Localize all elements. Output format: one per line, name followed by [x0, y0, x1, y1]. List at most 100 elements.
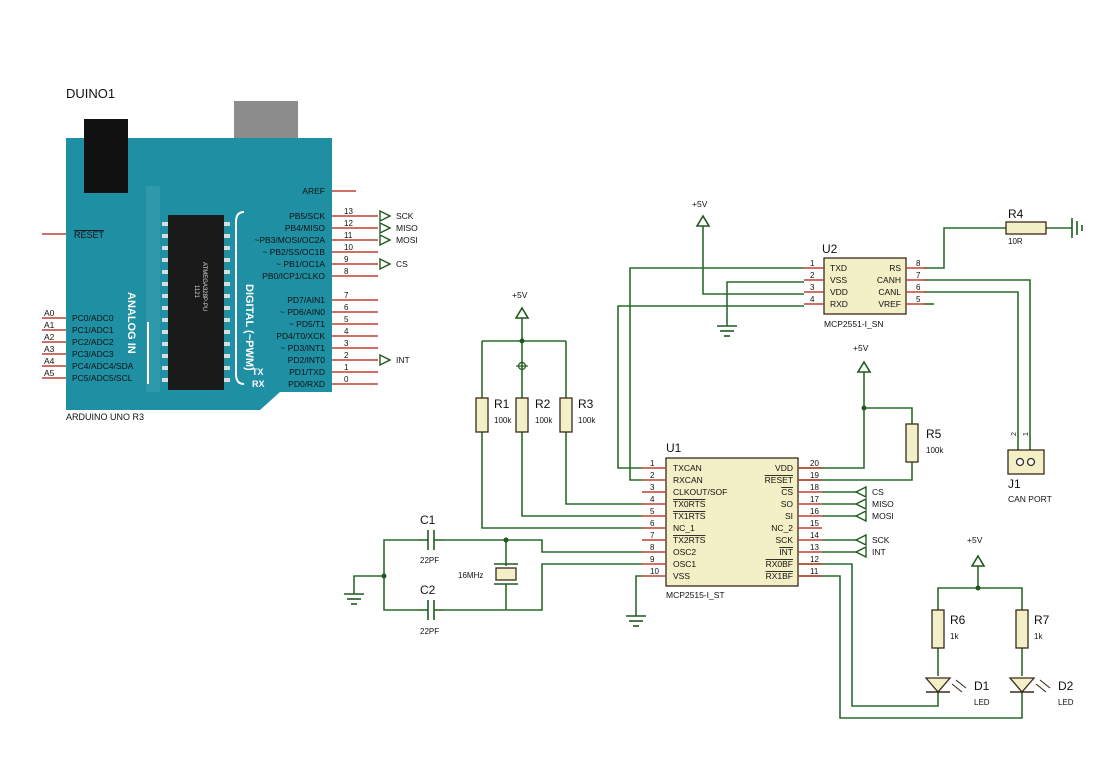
power-5v-led-label: +5V: [967, 535, 983, 545]
net-mosi-flag: [379, 233, 392, 247]
net-label: INT: [396, 355, 410, 365]
u2-pin-label: CANL: [878, 287, 901, 297]
u1-pin-label: RX0BF: [766, 559, 793, 569]
digital-pin-label: PD1/TXD: [289, 367, 325, 377]
r4-value: 10R: [1008, 237, 1023, 246]
u1-pin-label: TX1RTS: [673, 511, 706, 521]
atmega-chip: [168, 215, 224, 390]
capacitor-c1[interactable]: C1 22PF: [418, 513, 444, 565]
u2-pin-label: VREF: [878, 299, 901, 309]
c1-ref: C1: [420, 513, 436, 527]
digital-bracket: [235, 211, 245, 385]
u1-pin-num: 7: [650, 531, 655, 540]
digital-pin-num: 12: [344, 219, 353, 228]
u1-body: [665, 457, 799, 587]
resistor-r1[interactable]: R1 100k: [475, 397, 512, 433]
digital-pin-num: 6: [344, 303, 349, 312]
u1-net-int-flag: [854, 545, 867, 559]
c1-value: 22PF: [420, 556, 439, 565]
resistor-r3[interactable]: R3 100k: [559, 397, 596, 433]
power-jack: [84, 119, 128, 193]
net-sck-flag: [379, 209, 392, 223]
chip-pins-left: [162, 222, 168, 382]
u2-ref: U2: [822, 242, 838, 256]
resistor-r7[interactable]: R7 1k: [1015, 609, 1050, 649]
u1-pin-label: CLKOUT/SOF: [673, 487, 727, 497]
analog-pin-id: A4: [44, 356, 55, 366]
u1-name: MCP2515-I_ST: [666, 590, 725, 600]
r6-value: 1k: [950, 632, 959, 641]
chip-pins-right: [224, 222, 230, 382]
digital-pin-num: 8: [344, 267, 349, 276]
net-label: MOSI: [396, 235, 418, 245]
d1-value: LED: [974, 698, 990, 707]
u1-pin-num: 12: [810, 555, 819, 564]
net-label: SCK: [396, 211, 414, 221]
resistor-r4[interactable]: R4 10R: [1005, 207, 1047, 246]
c2-ref: C2: [420, 583, 436, 597]
power-5v-led[interactable]: +5V: [967, 535, 986, 567]
u1-pin-num: 20: [810, 459, 819, 468]
arduino-board[interactable]: DUINO1 1121 ATMEGA328P-PU ANALOG IN DIGI…: [42, 86, 418, 422]
power-5v-mid[interactable]: +5V: [692, 199, 711, 227]
u1-pin-label: VSS: [673, 571, 690, 581]
u1-pin-label: TX2RTS: [673, 535, 706, 545]
u2-pin-num: 1: [810, 259, 815, 268]
digital-pin-label: ~ PD3/INT1: [280, 343, 325, 353]
analog-pin-id: A2: [44, 332, 55, 342]
u1-pin-num: 8: [650, 543, 655, 552]
u2-pin-label: CANH: [877, 275, 901, 285]
u2-pin-label: VDD: [830, 287, 848, 297]
r2-value: 100k: [535, 416, 553, 425]
u1-pin-num: 11: [810, 567, 819, 576]
u1-pin-num: 1: [650, 459, 655, 468]
u2-pin-num: 4: [810, 295, 815, 304]
led-d2[interactable]: D2 LED: [1008, 677, 1074, 707]
r5-ref: R5: [926, 427, 942, 441]
power-5v-mid-label: +5V: [692, 199, 708, 209]
power-5v-left[interactable]: +5V: [512, 290, 530, 319]
u1-pin-label: SI: [785, 511, 793, 521]
u1-pin-label: NC_1: [673, 523, 695, 533]
digital-pin-num: 13: [344, 207, 353, 216]
crystal-16mhz[interactable]: 16MHz: [458, 563, 518, 585]
u2-pin-num: 3: [810, 283, 815, 292]
u1-pin-num: 19: [810, 471, 819, 480]
u1-net-label: INT: [872, 547, 886, 557]
u1-pin-label: NC_2: [771, 523, 793, 533]
resistor-r2[interactable]: R2 100k: [515, 397, 553, 433]
led-d1[interactable]: D1 LED: [924, 677, 990, 707]
digital-pin-num: 2: [344, 351, 349, 360]
digital-pin-label: PD0/RXD: [288, 379, 325, 389]
power-5v-right[interactable]: +5V: [853, 343, 872, 373]
power-5v-left-label: +5V: [512, 290, 528, 300]
u1-pin-num: 14: [810, 531, 819, 540]
digital-pin-num: 10: [344, 243, 353, 252]
u1-pin-num: 3: [650, 483, 655, 492]
digital-pin-num: 4: [344, 327, 349, 336]
digital-pin-num: 9: [344, 255, 349, 264]
can-port-j1[interactable]: 2 1 J1 CAN PORT: [1007, 432, 1052, 504]
u1-pin-label: RXCAN: [673, 475, 703, 485]
r1-ref: R1: [494, 397, 510, 411]
digital-pin-label: ~ PB2/SS/OC1B: [262, 247, 325, 257]
u1-pin-label: INT: [779, 547, 793, 557]
junctions: [381, 338, 981, 591]
capacitor-c2[interactable]: C2 22PF: [418, 583, 444, 636]
u1-pin-num: 10: [650, 567, 659, 576]
power-5v-right-label: +5V: [853, 343, 869, 353]
u1-net-cs-flag: [854, 485, 867, 499]
analog-pin-id: A0: [44, 308, 55, 318]
resistor-r5[interactable]: R5 100k: [905, 423, 944, 463]
d2-ref: D2: [1058, 679, 1074, 693]
digital-pin-num: 7: [344, 291, 349, 300]
crystal-value: 16MHz: [458, 571, 483, 580]
digital-pin-num: 5: [344, 315, 349, 324]
u1-pin-num: 6: [650, 519, 655, 528]
net-int-flag: [379, 353, 392, 367]
arduino-name: ARDUINO UNO R3: [66, 412, 144, 422]
resistor-r6[interactable]: R6 1k: [931, 609, 966, 649]
